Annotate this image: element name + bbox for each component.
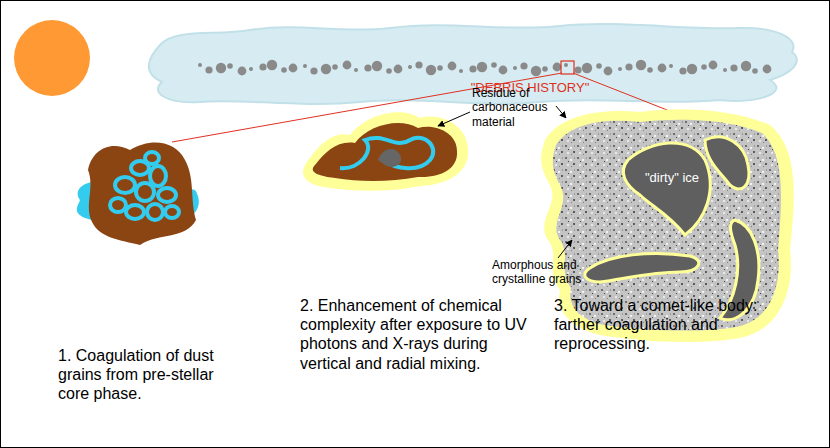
debris-dot (709, 61, 718, 70)
debris-dot (459, 69, 463, 73)
ice-label: "dirty" ice (645, 170, 715, 186)
debris-dot (658, 64, 667, 73)
debris-dot (499, 66, 508, 75)
debris-dot (281, 67, 287, 73)
debris-dot (310, 67, 317, 74)
debris-dot (354, 68, 358, 72)
debris-dot (723, 68, 727, 72)
step-caption: 2. Enhancement of chemical complexity af… (300, 296, 538, 373)
callout-label: Residue of carbonaceous material (472, 86, 564, 129)
debris-dot (701, 64, 707, 70)
debris-dot (267, 60, 277, 70)
debris-dot (596, 63, 602, 69)
debris-dot (647, 67, 653, 73)
debris-dot (364, 64, 371, 71)
debris-dot (238, 67, 247, 76)
debris-dot (520, 62, 527, 69)
debris-dot (289, 64, 298, 73)
debris-dot (437, 65, 443, 71)
debris-dot (343, 61, 352, 70)
debris-dot (730, 64, 737, 71)
debris-dot (513, 66, 517, 70)
debris-dot (386, 68, 392, 74)
debris-dot (259, 63, 266, 70)
debris-dot (491, 62, 497, 68)
debris-dot (741, 61, 751, 71)
debris-dot (205, 66, 212, 73)
debris-dot (426, 65, 436, 75)
debris-dot (618, 67, 622, 71)
debris-dot (227, 63, 233, 69)
debris-dot (625, 63, 632, 70)
debris-dot (553, 63, 562, 72)
debris-dot (679, 67, 686, 74)
debris-dot (249, 67, 253, 71)
step-caption: 3. Toward a comet-like body: farther coa… (554, 296, 804, 354)
debris-dot (415, 61, 422, 68)
debris-dot (531, 66, 541, 76)
step-caption: 1. Coagulation of dust grains from pre-s… (58, 346, 248, 404)
debris-dot (477, 62, 487, 72)
debris-dot (469, 65, 476, 72)
callout-label: Amorphous and crystalline grains (492, 258, 592, 287)
debris-dot (372, 61, 382, 71)
debris-dot (321, 64, 331, 74)
debris-dot (574, 66, 581, 73)
debris-dot (582, 63, 592, 73)
debris-dot (604, 67, 613, 76)
debris-dot (332, 64, 338, 70)
debris-dot (669, 64, 673, 68)
debris-dot (752, 68, 758, 74)
debris-dot (303, 64, 307, 68)
debris-dot (542, 66, 548, 72)
debris-dot (687, 64, 697, 74)
debris-dot (564, 63, 568, 67)
debris-dot (408, 65, 412, 69)
debris-dot (448, 62, 457, 71)
debris-dot (198, 63, 202, 67)
debris-dot (216, 63, 226, 73)
debris-dot (636, 60, 646, 70)
debris-dot (394, 65, 403, 74)
debris-dot (763, 65, 772, 74)
